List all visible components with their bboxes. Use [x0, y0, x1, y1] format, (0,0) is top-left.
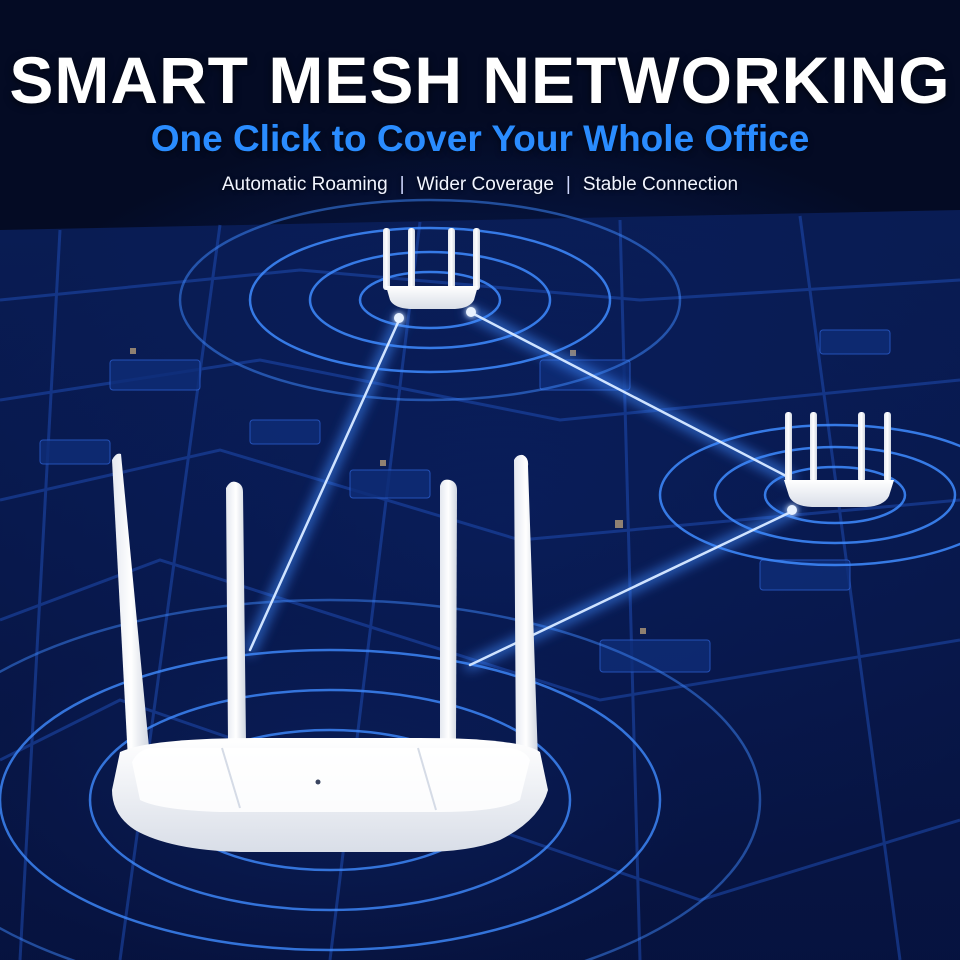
- feature-item: Automatic Roaming: [221, 174, 388, 195]
- page-subtitle: One Click to Cover Your Whole Office: [150, 118, 810, 159]
- feature-item: Stable Connection: [582, 174, 739, 195]
- mesh-router-main: [112, 453, 548, 852]
- page-title: SMART MESH NETWORKING: [9, 43, 951, 117]
- feature-separator: |: [565, 174, 571, 195]
- feature-separator: |: [399, 174, 405, 195]
- signal-rings-top: [178, 198, 682, 402]
- mesh-router-satellite-top: [383, 228, 480, 323]
- feature-item: Wider Coverage: [416, 174, 554, 195]
- mesh-router-satellite-right: [784, 412, 894, 515]
- signal-rings-right: [658, 423, 960, 567]
- feature-list: Automatic Roaming | Wider Coverage | Stable …: [0, 174, 960, 196]
